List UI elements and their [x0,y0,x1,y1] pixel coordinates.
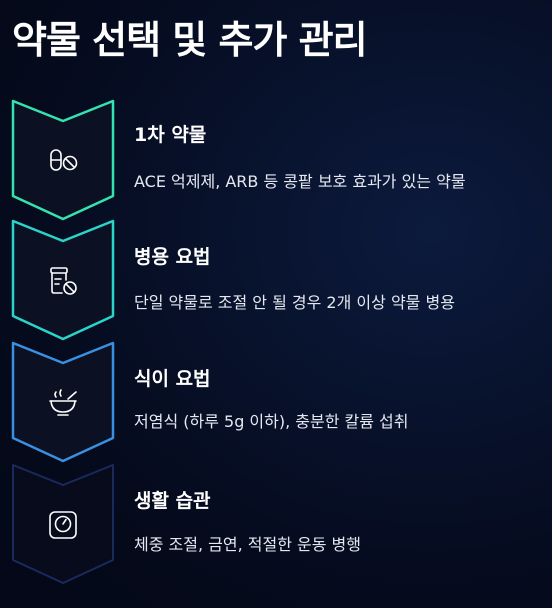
chevron-step-2 [11,219,115,341]
medicine-bottle-icon [50,267,77,295]
bowl-icon [49,389,77,416]
step-title: 병용 요법 [134,246,211,268]
page-title: 약물 선택 및 추가 관리 [12,18,368,62]
step-description: 단일 약물로 조절 안 될 경우 2개 이상 약물 병용 [134,293,455,312]
step-diet-therapy: 식이 요법 저염식 (하루 5g 이하), 충분한 칼륨 섭취 [0,340,552,463]
step-lifestyle: 생활 습관 체중 조절, 금연, 적절한 운동 병행 [0,462,552,584]
chevron-step-1 [11,99,115,221]
step-description: 체중 조절, 금연, 적절한 운동 병행 [134,535,361,554]
chevron-step-3 [11,341,115,463]
step-title: 생활 습관 [134,490,211,512]
scale-icon [49,511,77,539]
step-title: 식이 요법 [134,368,211,390]
step-title: 1차 약물 [134,124,207,146]
step-first-line-drug: 1차 약물 ACE 억제제, ARB 등 콩팥 보호 효과가 있는 약물 [0,98,552,221]
step-description: 저염식 (하루 5g 이하), 충분한 칼륨 섭취 [134,412,409,431]
step-description: ACE 억제제, ARB 등 콩팥 보호 효과가 있는 약물 [134,172,466,191]
pill-icon [50,149,78,171]
step-combination-therapy: 병용 요법 단일 약물로 조절 안 될 경우 2개 이상 약물 병용 [0,218,552,341]
